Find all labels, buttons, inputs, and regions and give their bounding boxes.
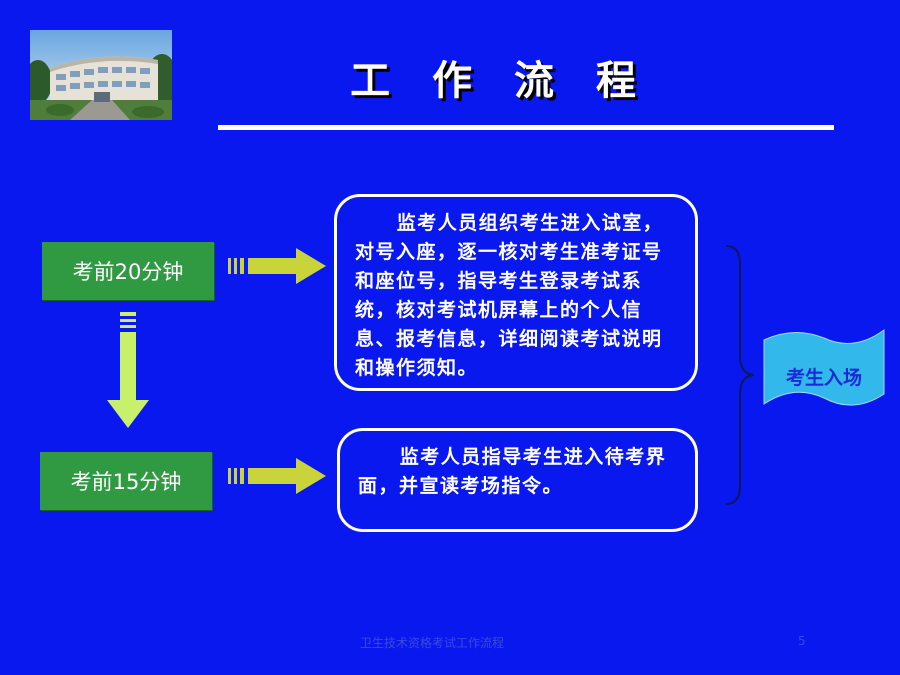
result-flag-shape: [763, 329, 885, 406]
step-description-20min: 监考人员组织考生进入试室，对号入座，逐一核对考生准考证号和座位号，指导考生登录考…: [334, 194, 698, 391]
down-arrow: [107, 312, 149, 428]
step-time-box-20min: 考前20分钟: [42, 242, 214, 300]
grouping-brace: [725, 245, 755, 505]
step-description-15min: 监考人员指导考生进入待考界面，并宣读考场指令。: [337, 428, 698, 532]
right-arrow-step-2: [228, 458, 326, 494]
building-photo: [30, 30, 172, 120]
page-number: 5: [798, 634, 806, 648]
slide-footer: 卫生技术资格考试工作流程: [360, 636, 505, 650]
page-title: 工 作 流 程: [350, 57, 650, 104]
step-time-box-15min: 考前15分钟: [40, 452, 212, 510]
title-divider: [218, 125, 834, 130]
result-label: 考生入场: [785, 367, 862, 389]
right-arrow-step-1: [228, 248, 326, 284]
